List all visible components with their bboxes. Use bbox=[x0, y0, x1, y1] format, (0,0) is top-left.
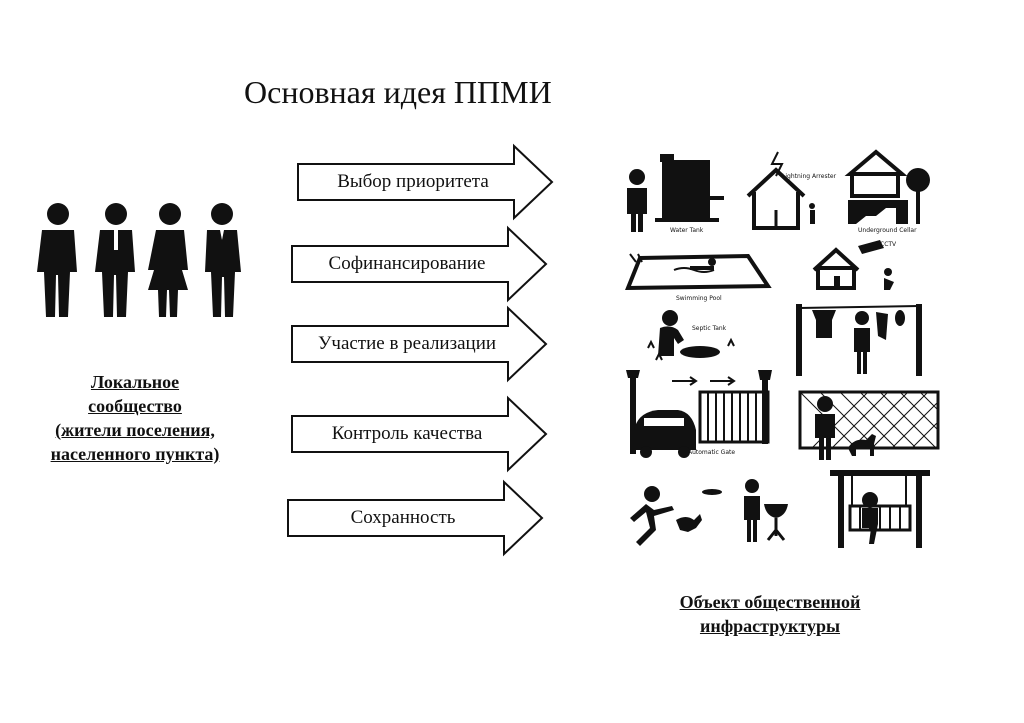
pictogram-caption: Septic Tank bbox=[692, 325, 727, 332]
lightning-arrester-icon bbox=[748, 152, 804, 228]
water-tank-icon bbox=[627, 154, 724, 232]
park-leisure-icon bbox=[630, 479, 788, 546]
person-body bbox=[810, 210, 815, 224]
underground-cellar-icon bbox=[848, 152, 930, 224]
person-icon bbox=[809, 203, 815, 209]
swimming-pool-icon bbox=[628, 254, 768, 288]
infrastructure-caption: Объект общественной инфраструктуры bbox=[640, 590, 900, 638]
pictogram-caption: Water Tank bbox=[670, 227, 704, 234]
infrastructure-caption-line: инфраструктуры bbox=[640, 614, 900, 638]
infrastructure-caption-line: Объект общественной bbox=[640, 590, 900, 614]
clothesline-icon bbox=[796, 304, 922, 376]
swing-bench-icon bbox=[830, 470, 930, 548]
pictogram-caption: Automatic Gate bbox=[688, 449, 735, 456]
automatic-gate-icon bbox=[626, 370, 772, 458]
pictogram-caption: CCTV bbox=[880, 241, 897, 248]
septic-tank-icon bbox=[648, 310, 734, 360]
pictogram-caption: Underground Cellar bbox=[858, 227, 917, 234]
pictogram-caption: Swimming Pool bbox=[676, 295, 722, 302]
fence-dog-icon bbox=[800, 392, 938, 460]
pictogram-caption: Lightning Arrester bbox=[782, 173, 837, 180]
